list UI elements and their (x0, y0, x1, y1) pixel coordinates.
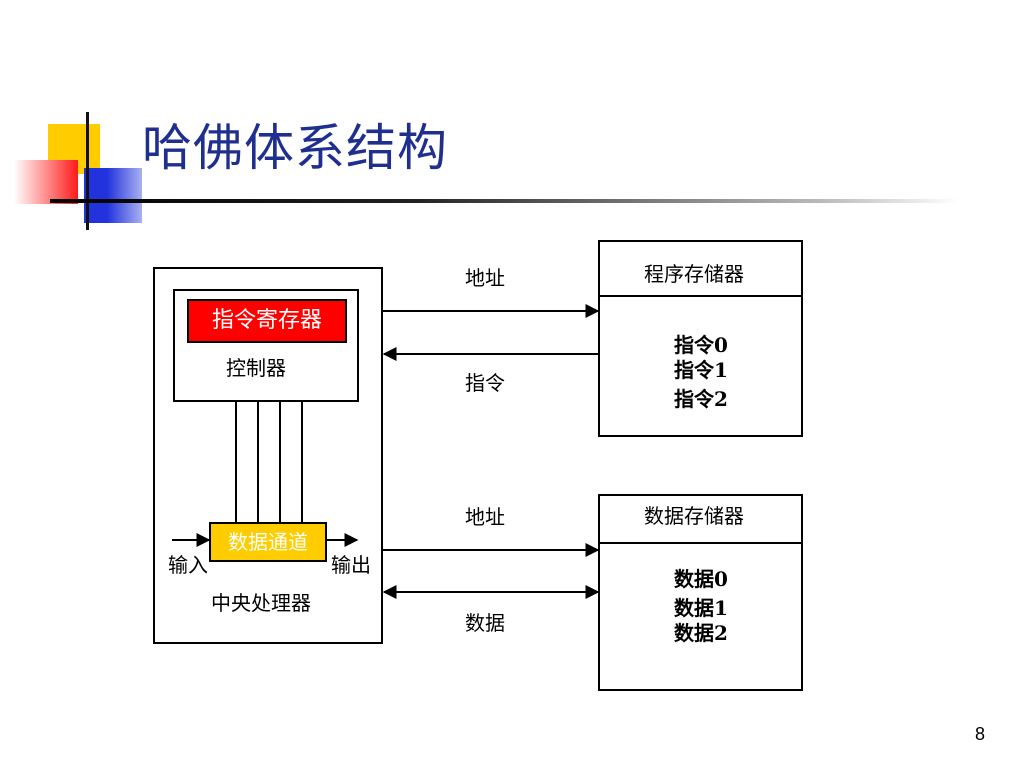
data-memory-item: 数据2 (674, 621, 728, 645)
decor-vertical-line (86, 112, 89, 230)
decor-blue-square (84, 168, 142, 223)
data-memory-item: 数据1 (674, 596, 728, 620)
datapath-box: 数据通道 (209, 522, 327, 562)
decor-red-square (14, 160, 78, 204)
program-memory-item: 指令0 (674, 333, 728, 357)
page-number: 8 (975, 724, 986, 744)
program-memory-box (598, 240, 803, 437)
data-memory-item: 数据0 (674, 567, 728, 591)
program-memory-item: 指令1 (674, 358, 728, 382)
data-address-label: 地址 (465, 505, 505, 529)
cpu-box (153, 267, 383, 644)
program-memory-item: 指令2 (674, 387, 728, 411)
controller-label: 控制器 (226, 356, 286, 380)
data-bus-label: 数据 (465, 611, 505, 635)
slide-title: 哈佛体系结构 (142, 119, 448, 177)
input-label: 输入 (168, 553, 208, 577)
instruction-register: 指令寄存器 (187, 299, 347, 343)
title-underline (50, 199, 960, 203)
data-memory-title: 数据存储器 (644, 504, 744, 528)
program-memory-title: 程序存储器 (644, 262, 744, 286)
cpu-label: 中央处理器 (211, 591, 311, 615)
program-address-label: 地址 (465, 266, 505, 290)
program-instruction-bus-label: 指令 (465, 371, 505, 395)
controller-box (173, 289, 359, 402)
output-label: 输出 (331, 553, 371, 577)
